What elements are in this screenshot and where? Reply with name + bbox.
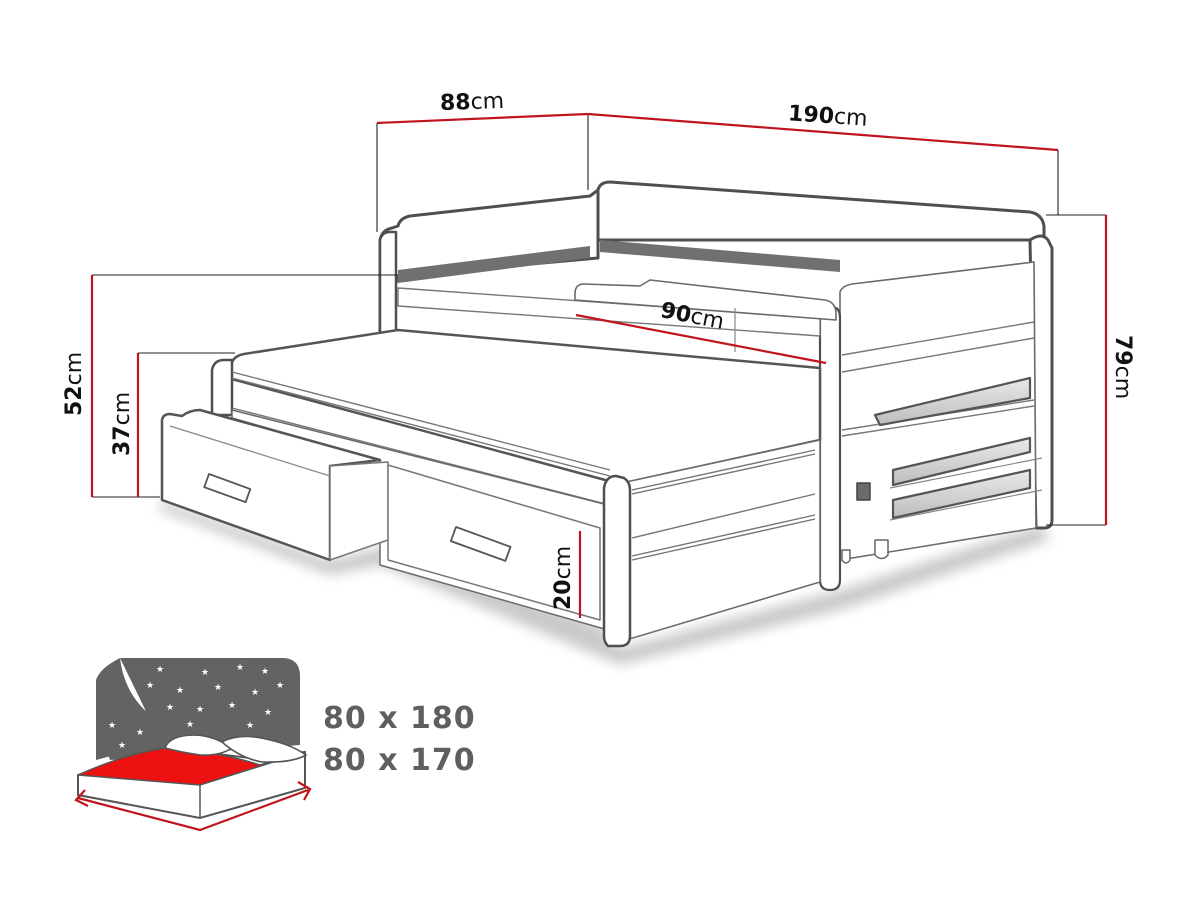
stars: ★★★ ★★★ ★★★ ★★★ ★★★ ★★★ <box>108 663 284 751</box>
upper-height-value: 52 <box>62 385 87 416</box>
height-value: 79 <box>1110 335 1135 366</box>
mattress-with-pillows-night-sky-icon: ★★★ ★★★ ★★★ ★★★ ★★★ ★★★ <box>74 658 312 832</box>
main-bed-frame <box>378 180 1054 592</box>
svg-text:★: ★ <box>228 701 236 711</box>
drawers <box>160 408 601 621</box>
svg-text:★: ★ <box>251 688 259 698</box>
pillow-2 <box>220 735 308 763</box>
label-depth-88: 88cm <box>439 88 505 117</box>
svg-text:★: ★ <box>176 686 184 696</box>
svg-text:★: ★ <box>236 663 244 673</box>
mattress-size-1: 80 x 180 <box>323 701 476 736</box>
svg-text:★: ★ <box>264 708 272 718</box>
svg-text:★: ★ <box>156 665 164 675</box>
mattress-size-2: 80 x 170 <box>323 743 476 778</box>
head-post <box>378 230 398 337</box>
svg-text:★: ★ <box>276 681 284 691</box>
length-value: 190 <box>787 101 835 130</box>
length-unit: cm <box>833 104 869 132</box>
label-height-52: 52cm <box>62 351 87 416</box>
dim-line-rail-90 <box>575 313 827 365</box>
safety-rail <box>574 279 837 321</box>
label-length-190: 190cm <box>787 101 869 132</box>
caster-lock-icon <box>856 482 871 501</box>
drawer-2 <box>387 464 601 621</box>
svg-text:★: ★ <box>201 668 209 678</box>
label-height-79: 79cm <box>1110 335 1135 400</box>
svg-text:★: ★ <box>166 703 174 713</box>
lower-height-unit: cm <box>110 391 135 426</box>
pullout-head-post <box>210 358 234 417</box>
dim-line-depth-88 <box>376 112 589 125</box>
drawer-2-handle <box>449 526 512 562</box>
dimension-lines <box>90 112 1108 618</box>
lower-height-value: 37 <box>110 425 135 456</box>
svg-text:★: ★ <box>214 683 222 693</box>
label-drawer-20: 20cm <box>551 545 576 610</box>
front-corner-post <box>818 306 842 592</box>
svg-text:★: ★ <box>246 721 254 731</box>
pullout-foot-rails <box>631 449 816 561</box>
drawer-1 <box>160 408 389 562</box>
drawer-1-handle <box>203 473 252 504</box>
drawer-height-value: 20 <box>551 579 576 610</box>
upper-height-unit: cm <box>62 351 87 386</box>
head-inner-shadow <box>398 246 590 283</box>
depth-unit: cm <box>470 88 505 116</box>
caster-wheels <box>841 539 889 564</box>
foot-end-slots <box>873 376 1043 521</box>
pullout-corner-post <box>602 474 632 648</box>
svg-text:★: ★ <box>261 667 269 677</box>
svg-text:★: ★ <box>186 720 194 730</box>
backrest-panel <box>596 180 1046 242</box>
svg-text:★: ★ <box>136 728 144 738</box>
svg-text:★: ★ <box>146 681 154 691</box>
label-height-37: 37cm <box>110 391 135 456</box>
depth-value: 88 <box>439 90 472 117</box>
back-inner-shadow <box>600 240 840 272</box>
svg-text:★: ★ <box>118 741 126 751</box>
svg-text:★: ★ <box>108 721 116 731</box>
drawer-height-unit: cm <box>551 545 576 580</box>
svg-text:★: ★ <box>196 705 204 715</box>
dim-line-length-190 <box>587 112 1059 152</box>
height-unit: cm <box>1110 365 1135 400</box>
